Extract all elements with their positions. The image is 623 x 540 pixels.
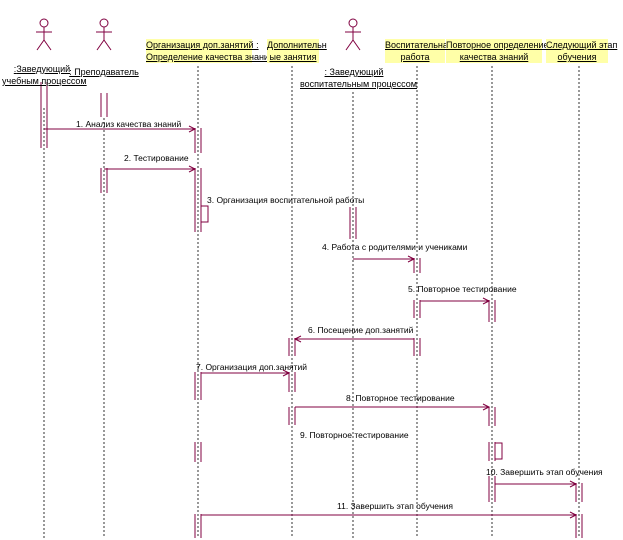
actor-leg-right-prep [103, 39, 112, 51]
lifeline-label-sled: Следующий этап обучения [546, 39, 618, 63]
message-label-2: 2. Тестирование [124, 153, 189, 163]
message-7-head [282, 369, 291, 377]
lifeline-label-zavv: : Заведующий воспитательным процессом [300, 67, 417, 89]
message-11-head [569, 511, 578, 519]
lifeline-label-org: Организация доп.занятий : Определение ка… [146, 39, 274, 63]
lifeline-label-zav: :Заведующий учебным процессом [2, 64, 87, 86]
actor-head-zavv [348, 18, 358, 28]
lifeline-label-povt: Повторное определение качества знаний [446, 39, 549, 63]
actor-head-prep [99, 18, 109, 28]
message-10-head [569, 480, 578, 488]
message-label-3: 3. Организация воспитательной работы [207, 195, 365, 205]
message-8-head [482, 403, 491, 411]
message-label-8: 8. Повторное тестирование [346, 393, 455, 403]
actor-leg-right-zav [43, 39, 52, 51]
lifeline-label-dop: Дополнительн ые занятия [267, 39, 327, 63]
actor-leg-left-zav [36, 39, 45, 51]
message-label-10: 10. Завершить этап обучения [486, 467, 603, 477]
lifeline-label-vosp: Воспитательная работа [385, 39, 453, 63]
message-6-head [293, 335, 302, 343]
message-label-5: 5. Повторное тестирование [408, 284, 517, 294]
lifeline-label-prep: : Преподаватель [69, 67, 139, 77]
message-label-7: 7. Организация доп.занятий [196, 362, 308, 372]
message-label-11: 11. Завершить этап обучения [337, 501, 454, 511]
message-2-head [188, 165, 197, 173]
message-9-self [495, 442, 503, 460]
message-label-4: 4. Работа с родителями и учениками [322, 242, 468, 252]
message-label-1: 1. Анализ качества знаний [76, 119, 182, 129]
message-5-head [482, 297, 491, 305]
message-1-head [188, 125, 197, 133]
actor-leg-left-zavv [345, 39, 354, 51]
message-4-head [407, 255, 416, 263]
actor-head-zav [39, 18, 49, 28]
actor-leg-right-zavv [352, 39, 361, 51]
message-label-9: 9. Повторное тестирование [300, 430, 409, 440]
actor-leg-left-prep [96, 39, 105, 51]
message-3-self [201, 205, 209, 223]
message-label-6: 6. Посещение доп.занятий [308, 325, 414, 335]
